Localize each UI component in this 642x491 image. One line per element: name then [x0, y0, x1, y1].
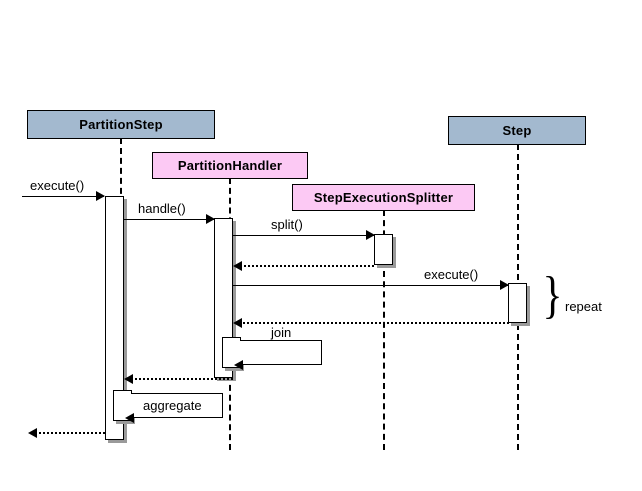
message-arrowhead-join — [234, 360, 243, 370]
participant-label: Step — [502, 123, 532, 138]
message-label-handle: handle() — [138, 201, 186, 216]
message-line-split — [233, 235, 375, 236]
participant-label: PartitionStep — [79, 117, 163, 132]
message-arrowhead-split-return — [233, 261, 242, 271]
activation-step-execution-splitter — [374, 234, 393, 265]
message-selfcall-join — [240, 340, 322, 365]
message-line-execute-step-return — [240, 322, 509, 324]
repeat-annotation-label: repeat — [565, 299, 602, 314]
message-arrowhead-execute-step-return — [233, 318, 242, 328]
message-label-execute-step: execute() — [424, 267, 479, 282]
activation-step — [508, 283, 527, 323]
message-line-handle-return — [131, 378, 233, 380]
message-arrowhead-split — [366, 230, 375, 240]
message-arrowhead-execute-step — [500, 280, 509, 290]
activation-partition-step — [105, 196, 124, 440]
message-label-aggregate: aggregate — [143, 398, 202, 413]
message-line-split-return — [240, 265, 374, 267]
message-selfcall-aggregate — [131, 393, 223, 418]
participant-step-execution-splitter[interactable]: StepExecutionSplitter — [292, 184, 475, 211]
participant-step[interactable]: Step — [448, 116, 586, 145]
message-label-join: join — [271, 325, 292, 340]
repeat-brace-icon: } — [542, 267, 563, 324]
message-label-split: split() — [271, 217, 303, 232]
message-arrowhead-execute-return — [28, 428, 37, 438]
message-line-execute-in — [22, 196, 104, 197]
message-label-execute-in: execute() — [30, 178, 85, 193]
participant-label: StepExecutionSplitter — [313, 190, 454, 205]
message-arrowhead-handle — [206, 214, 215, 224]
message-line-execute-return — [35, 432, 105, 434]
participant-partition-handler[interactable]: PartitionHandler — [152, 152, 308, 179]
message-arrowhead-aggregate — [125, 413, 134, 423]
message-arrowhead-handle-return — [124, 374, 133, 384]
lifeline-step-execution-splitter — [383, 210, 385, 450]
message-arrowhead-execute-in — [96, 191, 105, 201]
participant-label: PartitionHandler — [177, 158, 283, 173]
participant-partition-step[interactable]: PartitionStep — [27, 110, 215, 139]
message-line-execute-step — [233, 285, 509, 286]
message-line-handle — [124, 219, 214, 220]
